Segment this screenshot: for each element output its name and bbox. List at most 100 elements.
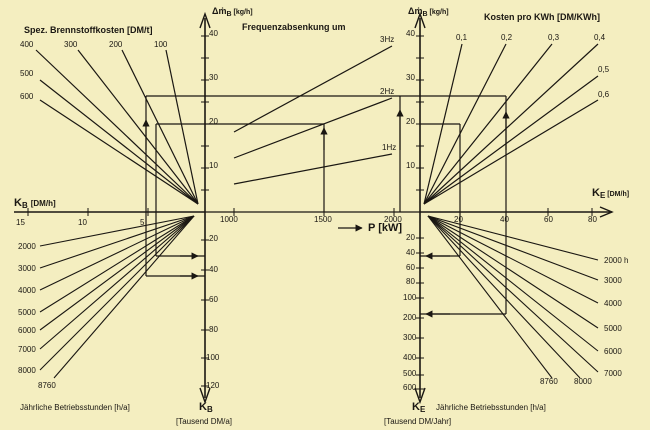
left-hours-title: Jährliche Betriebsstunden [h/a] <box>20 403 130 412</box>
right-tick-up-40: 40 <box>406 29 415 38</box>
right-hours-title: Jährliche Betriebsstunden [h/a] <box>436 403 546 412</box>
right-hours-line <box>427 215 599 329</box>
right-hours-line <box>427 215 599 352</box>
fuel-cost-label-400: 400 <box>20 40 34 49</box>
right-axis-top-label: ΔṁB[kg/h] <box>408 6 449 18</box>
right-tick-up-30: 30 <box>406 73 415 82</box>
right-hours-8760: 8760 <box>540 377 558 386</box>
left-title: Spez. Brennstoffkosten [DM/t] <box>24 25 153 35</box>
right-tick-down-60: 60 <box>406 263 415 272</box>
right-axis-bottom-unit: [Tausend DM/Jahr] <box>384 417 451 426</box>
right-hours-5000: 5000 <box>604 324 622 333</box>
right-tick-up-20: 20 <box>406 117 415 126</box>
fuel-cost-line <box>165 49 199 205</box>
right-tick-down-400: 400 <box>403 353 417 362</box>
fuel-cost-line <box>77 49 199 205</box>
ke-tick-40: 40 <box>500 215 509 224</box>
right-tick-down-500: 500 <box>403 369 417 378</box>
right-axis-arrow-top <box>414 11 426 29</box>
fuel-cost-label-600: 600 <box>20 92 34 101</box>
left-hours-8760: 8760 <box>38 381 56 390</box>
right-title: Kosten pro KWh [DM/KWh] <box>484 12 600 22</box>
right-hours-line <box>427 215 581 379</box>
right-tick-up-10: 10 <box>406 161 415 170</box>
left-hours-2000: 2000 <box>18 242 36 251</box>
ke-axis-label: KE[DM/h] <box>592 187 629 200</box>
freq-line-3hz <box>233 45 393 133</box>
center-tick-down-20: 20 <box>209 234 218 243</box>
right-hours-2000: 2000 h <box>604 256 628 265</box>
price-line <box>423 99 599 205</box>
right-tick-down-20: 20 <box>406 233 415 242</box>
right-axis-arrow-bottom <box>414 387 426 405</box>
right-tick-down-600: 600 <box>403 383 417 392</box>
price-label-0-1: 0,1 <box>456 33 468 42</box>
center-tick-up-10: 10 <box>209 161 218 170</box>
right-tick-down-80: 80 <box>406 277 415 286</box>
left-hours-line <box>39 215 195 269</box>
center-tick-up-30: 30 <box>209 73 218 82</box>
fan-lines <box>35 43 599 379</box>
freq-label-3hz: 3Hz <box>380 35 394 44</box>
center-tick-down-100: 100 <box>206 353 220 362</box>
ke-tick-20: 20 <box>454 215 463 224</box>
center-tick-down-120: 120 <box>206 381 220 390</box>
kb-tick-15: 15 <box>16 218 25 227</box>
center-axis-bottom-unit: [Tausend DM/a] <box>176 417 232 426</box>
price-label-0-4: 0,4 <box>594 33 606 42</box>
kb-axis-label: KB[DM/h] <box>14 197 56 210</box>
center-axis-top-label: ΔṁB[kg/h] <box>212 6 253 18</box>
center-tick-down-40: 40 <box>209 265 218 274</box>
freq-label-1hz: 1Hz <box>382 143 396 152</box>
right-hours-line <box>427 215 599 281</box>
right-tick-down-300: 300 <box>403 333 417 342</box>
ke-tick-60: 60 <box>544 215 553 224</box>
fuel-cost-label-300: 300 <box>64 40 78 49</box>
center-tick-up-40: 40 <box>209 29 218 38</box>
right-hours-line <box>427 215 599 304</box>
left-hours-line <box>39 215 195 313</box>
freq-line-2hz <box>233 97 393 159</box>
left-hours-line <box>39 215 195 247</box>
fuel-cost-line <box>35 49 199 205</box>
left-axis-arrow-top <box>199 11 211 29</box>
price-label-0-5: 0,5 <box>598 65 610 74</box>
price-label-0-6: 0,6 <box>598 90 610 99</box>
left-hours-line <box>53 215 195 379</box>
center-tick-down-60: 60 <box>209 295 218 304</box>
fuel-cost-line <box>39 99 199 205</box>
right-hours-4000: 4000 <box>604 299 622 308</box>
price-label-0-2: 0,2 <box>501 33 513 42</box>
left-hours-4000: 4000 <box>18 286 36 295</box>
left-hours-7000: 7000 <box>18 345 36 354</box>
right-hours-line <box>427 215 553 379</box>
right-tick-down-200: 200 <box>403 313 417 322</box>
left-hours-line <box>39 215 195 331</box>
fuel-cost-label-200: 200 <box>109 40 123 49</box>
right-hours-6000: 6000 <box>604 347 622 356</box>
fuel-cost-label-500: 500 <box>20 69 34 78</box>
left-hours-line <box>39 215 195 291</box>
price-line <box>423 43 507 205</box>
left-hours-8000: 8000 <box>18 366 36 375</box>
p-tick-1500: 1500 <box>314 215 332 224</box>
kb-tick-5: 5 <box>140 218 145 227</box>
example-guide-lines <box>142 95 510 318</box>
freq-label-2hz: 2Hz <box>380 87 394 96</box>
left-axis-arrow-bottom <box>199 387 211 405</box>
price-line <box>423 43 599 205</box>
freq-line-1hz <box>233 153 393 185</box>
right-tick-down-100: 100 <box>403 293 417 302</box>
right-hours-7000: 7000 <box>604 369 622 378</box>
left-hours-5000: 5000 <box>18 308 36 317</box>
p-axis-label: P [kW] <box>368 222 402 234</box>
right-tick-down-40: 40 <box>406 248 415 257</box>
p-tick-2000: 2000 <box>384 215 402 224</box>
right-axis-bottom-label: KE <box>412 401 426 414</box>
left-hours-line <box>39 215 195 371</box>
left-hours-6000: 6000 <box>18 326 36 335</box>
price-label-0-3: 0,3 <box>548 33 560 42</box>
kb-tick-10: 10 <box>78 218 87 227</box>
left-hours-3000: 3000 <box>18 264 36 273</box>
